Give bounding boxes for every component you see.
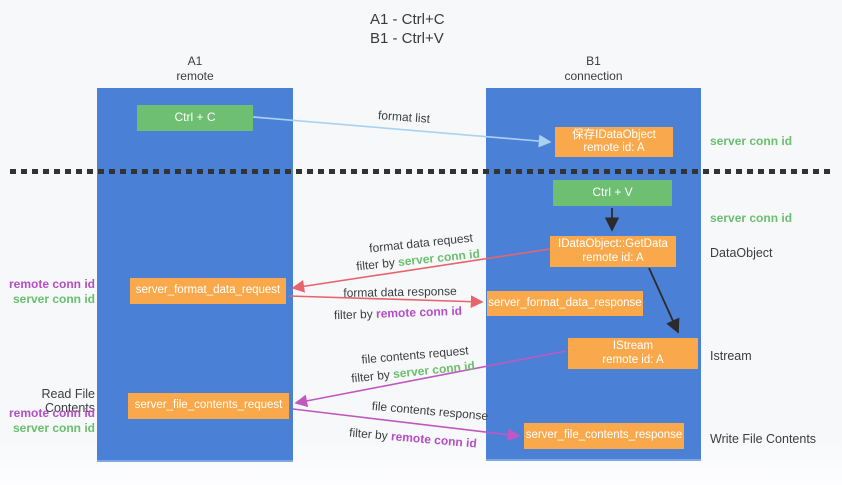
save-idataobject-node: 保存IDataObject remote id: A xyxy=(555,127,673,157)
diagram-title: A1 - Ctrl+C B1 - Ctrl+V xyxy=(370,10,445,48)
edge-label-file-contents-response: file contents response xyxy=(371,398,489,424)
file-contents-request-label: server_file_contents_request xyxy=(134,399,283,412)
istream-line1: IStream xyxy=(612,340,654,352)
server-conn-id-label: server conn id xyxy=(12,421,95,435)
title-line-1: A1 - Ctrl+C xyxy=(370,11,445,28)
istream-label: Istream xyxy=(710,349,752,363)
istream-node: IStream remote id: A xyxy=(568,338,698,369)
right-server-conn-id-top: server conn id xyxy=(710,134,792,149)
dataobject-label: DataObject xyxy=(710,246,773,260)
lane-a1-name: A1 xyxy=(187,54,203,68)
filter-by-text: filter by xyxy=(333,306,373,323)
istream-line2: remote id: A xyxy=(602,353,664,366)
remote-conn-id-label: remote conn id xyxy=(8,406,95,420)
lane-a1-role: remote xyxy=(176,69,214,83)
ctrl-v-node: Ctrl + V xyxy=(553,180,672,206)
ctrl-v-label: Ctrl + V xyxy=(592,185,633,200)
file-contents-response-label: server_file_contents_response xyxy=(525,429,683,442)
edge-label-filter-remote-1: filter by remote conn id xyxy=(334,304,462,322)
server-format-data-response-node: server_format_data_response xyxy=(487,291,643,316)
read-file-contents-label: Read File Contents xyxy=(41,387,96,415)
right-server-conn-id-mid: server conn id xyxy=(710,211,792,226)
write-file-contents-label: Write File Contents xyxy=(710,432,817,446)
server-format-data-request-node: server_format_data_request xyxy=(130,278,286,304)
title-line-2: B1 - Ctrl+V xyxy=(370,30,444,47)
lane-header-b1: B1 connection xyxy=(486,54,701,84)
ctrl-c-node: Ctrl + C xyxy=(137,105,253,131)
format-data-response-label: server_format_data_response xyxy=(488,296,642,309)
dotted-divider-line xyxy=(10,169,834,174)
save-idataobject-line1: 保存IDataObject xyxy=(572,128,656,141)
save-idataobject-line2: remote id: A xyxy=(583,142,645,154)
edge-label-filter-remote-2: filter by remote conn id xyxy=(349,425,478,450)
format-data-request-label: server_format_data_request xyxy=(135,284,281,297)
edge-label-format-data-response: format data response xyxy=(343,284,457,300)
filter-by-text: filter by xyxy=(350,367,391,386)
left-conn-ids-top: remote conn id server conn id xyxy=(0,277,95,307)
filter-by-text: filter by xyxy=(355,255,396,274)
getdata-line2: remote id: A xyxy=(582,251,644,264)
getdata-line1: IDataObject::GetData xyxy=(558,238,668,250)
idataobject-getdata-node: IDataObject::GetData remote id: A xyxy=(550,236,676,267)
ctrl-c-label: Ctrl + C xyxy=(174,110,216,125)
left-conn-ids-bottom: remote conn id server conn id xyxy=(0,406,95,436)
lane-b1-role: connection xyxy=(564,69,623,83)
server-file-contents-response-node: server_file_contents_response xyxy=(524,423,684,449)
remote-conn-id-text: remote conn id xyxy=(375,303,463,321)
server-conn-id-label: server conn id xyxy=(12,292,95,306)
lane-header-a1: A1 remote xyxy=(97,54,293,84)
remote-conn-id-text: remote conn id xyxy=(390,429,478,451)
edge-label-format-list: format list xyxy=(377,108,431,126)
remote-conn-id-label: remote conn id xyxy=(8,277,95,291)
lane-b1-name: B1 xyxy=(586,54,601,68)
filter-by-text: filter by xyxy=(348,425,389,443)
server-file-contents-request-node: server_file_contents_request xyxy=(128,393,289,419)
server-conn-id-label: server conn id xyxy=(710,211,793,225)
server-conn-id-label: server conn id xyxy=(710,134,793,148)
